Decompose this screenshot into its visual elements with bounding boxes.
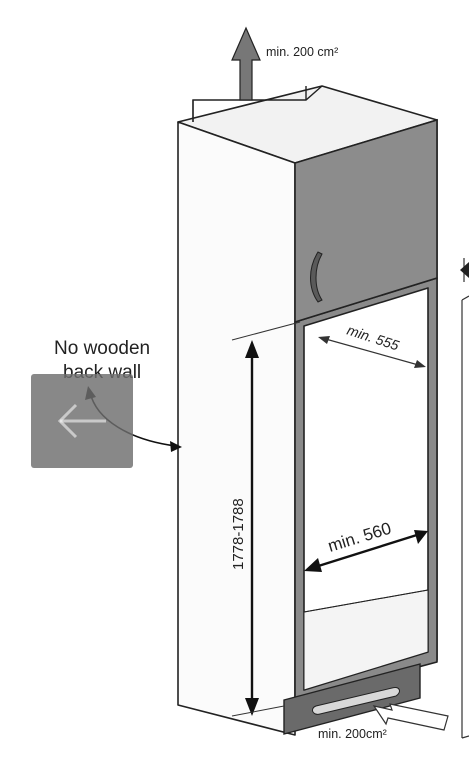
- label-no-wooden-line1: No wooden: [54, 338, 150, 359]
- adjacent-cabinet: [460, 258, 469, 739]
- arrow-left-icon: [57, 403, 106, 439]
- label-vent-top: min. 200 cm²: [266, 45, 338, 59]
- plinth-vent-slot: [312, 687, 400, 715]
- depth-dimension: [318, 336, 426, 368]
- height-extension-lines: [231, 321, 301, 717]
- height-dimension: [245, 340, 259, 716]
- upper-door: [294, 118, 438, 324]
- plinth: [283, 663, 421, 735]
- door-panel: [294, 118, 438, 324]
- label-height: 1778-1788: [230, 498, 247, 570]
- door-handle: [310, 251, 323, 303]
- previous-image-button[interactable]: [31, 374, 133, 468]
- vent-arrow-in: [372, 703, 449, 731]
- vent-arrow-up: [231, 26, 261, 101]
- cabinet-left-side: [177, 121, 296, 736]
- width-dimension: [304, 530, 428, 572]
- label-vent-bottom: min. 200cm²: [318, 727, 387, 741]
